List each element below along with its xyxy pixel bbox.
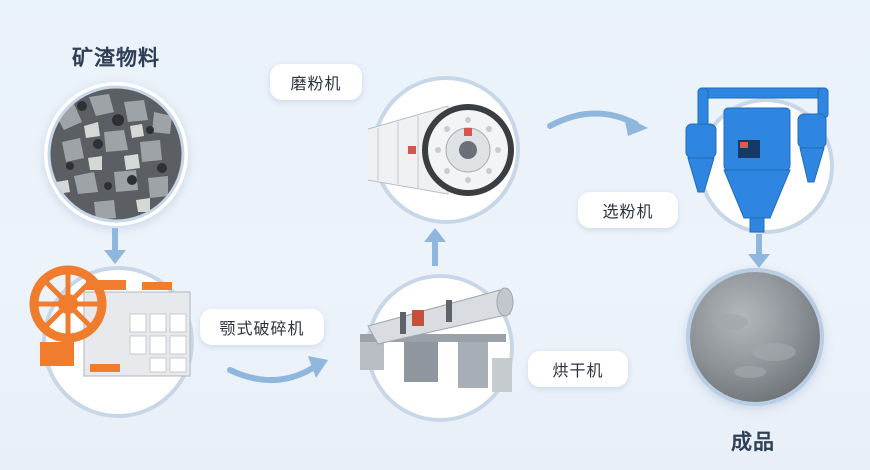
- jaw-crusher-label: 颚式破碎机: [200, 309, 324, 345]
- raw-material-title: 矿渣物料: [72, 46, 160, 70]
- arrow-down-separator-to-product: [748, 234, 770, 268]
- jaw-crusher-image: [20, 252, 196, 422]
- powder-icon: [690, 272, 820, 402]
- finished-product-title: 成品: [731, 430, 775, 454]
- jaw-crusher-icon: [29, 265, 194, 418]
- arrow-up-dryer-to-mill: [424, 228, 446, 266]
- finished-product-image: [686, 268, 824, 406]
- arrow-down-raw-to-crusher: [104, 228, 126, 264]
- rotary-dryer-icon: [360, 274, 514, 422]
- mill-label: 磨粉机: [270, 64, 362, 100]
- arrow-mill-to-separator: [547, 110, 648, 136]
- separator-label: 选粉机: [578, 192, 678, 228]
- arrow-crusher-to-dryer: [227, 356, 328, 383]
- dryer-label: 烘干机: [528, 351, 628, 387]
- raw-material-image: [44, 82, 188, 226]
- ball-mill-icon: [368, 76, 520, 224]
- powder-separator-icon: [685, 87, 834, 234]
- rotary-dryer-image: [360, 268, 520, 424]
- ball-mill-image: [368, 72, 524, 228]
- separator-image: [680, 82, 838, 238]
- slag-pile-icon: [46, 84, 186, 224]
